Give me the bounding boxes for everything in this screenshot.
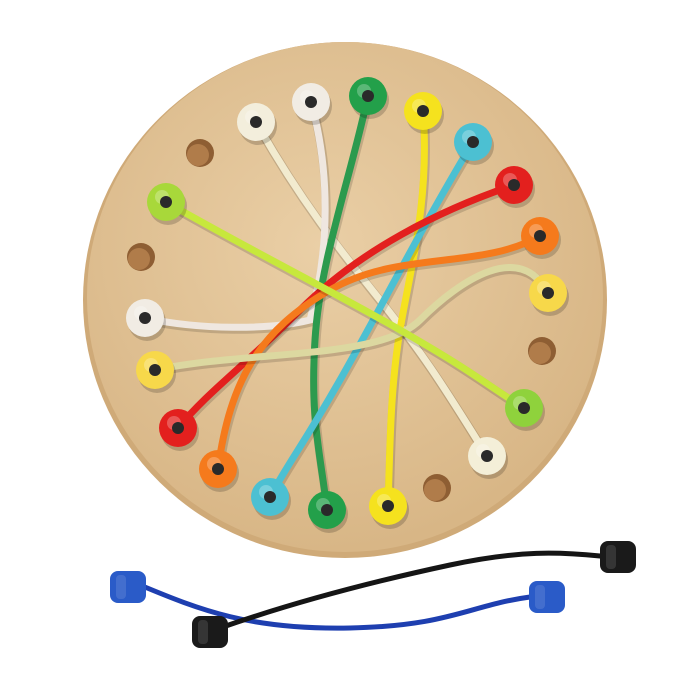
- cord: [266, 138, 477, 501]
- bead-yellow-bottom: [369, 487, 409, 529]
- cord-end-cap: [192, 616, 228, 648]
- cord-end-cap: [529, 581, 565, 613]
- bead-red-left: [159, 409, 199, 451]
- cord: [141, 98, 329, 331]
- bead-yellow-left: [136, 351, 176, 393]
- bead-orange-right: [521, 217, 561, 259]
- beads: [126, 77, 569, 533]
- bead-yellow-top: [404, 92, 444, 134]
- bead-lime-right: [505, 389, 545, 431]
- cord: [310, 92, 372, 514]
- bead-cyan-bottom: [251, 478, 291, 520]
- cord: [162, 198, 528, 412]
- cord-end-cap: [600, 541, 636, 573]
- bead-green-bottom: [308, 491, 348, 533]
- cord: [151, 264, 552, 374]
- bead-lime-top-left: [147, 183, 187, 225]
- cord-end-cap: [110, 571, 146, 603]
- black-cord: [192, 541, 636, 648]
- cord: [252, 118, 491, 460]
- bead-green-top: [349, 77, 389, 119]
- board-holes: [127, 139, 556, 502]
- bead-cream-bottom-right: [468, 437, 508, 479]
- bead-white-top-left: [237, 103, 277, 145]
- bead-red-right: [495, 166, 535, 208]
- bead-cyan-top-right: [454, 123, 494, 165]
- bead-orange-bottom-left: [199, 450, 239, 492]
- blue-cord: [110, 571, 565, 631]
- spare-cords: [110, 541, 636, 648]
- bead-white-top: [292, 83, 332, 125]
- laced-cords: [141, 92, 554, 517]
- bead-yellow-right: [529, 274, 569, 316]
- bead-white-left: [126, 299, 166, 341]
